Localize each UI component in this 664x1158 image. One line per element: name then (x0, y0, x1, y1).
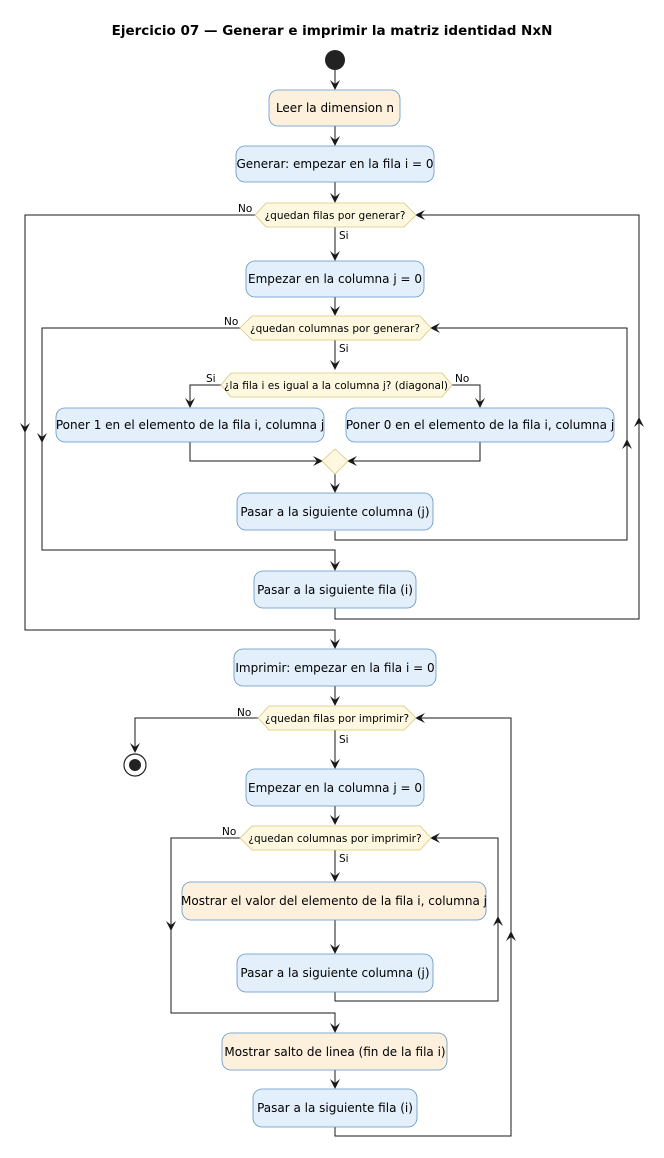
activity-label: Imprimir: empezar en la fila i = 0 (235, 661, 434, 675)
activity-siguiente-fila-imp: Pasar a la siguiente fila (i) (252, 1088, 418, 1128)
label-si-filas-gen: Si (339, 230, 349, 242)
activity-label: Pasar a la siguiente columna (j) (240, 505, 429, 519)
activity-label: Generar: empezar en la fila i = 0 (236, 157, 433, 171)
label-si-filas-imp: Si (339, 734, 349, 746)
label-no-diagonal: No (455, 373, 469, 385)
activity-label: Mostrar el valor del elemento de la fila… (181, 894, 487, 908)
activity-imprimir-inicio: Imprimir: empezar en la fila i = 0 (233, 648, 437, 687)
label-no-filas-gen: No (238, 203, 252, 215)
decision-columnas-imprimir: ¿quedan columnas por imprimir? (239, 825, 432, 851)
activity-siguiente-columna-imp: Pasar a la siguiente columna (j) (236, 953, 434, 993)
activity-mostrar-valor: Mostrar el valor del elemento de la fila… (181, 881, 487, 921)
start-node (325, 50, 345, 70)
decision-label: ¿quedan filas por generar? (265, 210, 406, 222)
activity-label: Leer la dimension n (276, 101, 394, 115)
decision-diagonal: ¿la fila i es igual a la columna j? (dia… (220, 372, 453, 398)
decision-filas-imprimir: ¿quedan filas por imprimir? (257, 705, 417, 731)
activity-label: Empezar en la columna j = 0 (248, 781, 422, 795)
activity-label: Empezar en la columna j = 0 (248, 272, 422, 286)
label-si-diagonal: Si (206, 373, 216, 385)
label-no-columnas-gen: No (224, 316, 238, 328)
edges (20, 70, 644, 1137)
activity-poner-uno: Poner 1 en el elemento de la fila i, col… (55, 407, 325, 443)
merge-diamond (321, 448, 349, 475)
activity-siguiente-columna-gen: Pasar a la siguiente columna (j) (236, 492, 434, 531)
label-no-columnas-imp: No (222, 826, 236, 838)
decision-label: ¿quedan columnas por generar? (250, 323, 420, 335)
activity-leer-dimension: Leer la dimension n (268, 89, 401, 127)
end-node (123, 753, 147, 777)
activity-empezar-columna-imp: Empezar en la columna j = 0 (245, 768, 425, 807)
activity-siguiente-fila-gen: Pasar a la siguiente fila (i) (253, 570, 417, 609)
decision-label: ¿quedan columnas por imprimir? (248, 833, 421, 845)
activity-label: Mostrar salto de linea (fin de la fila i… (224, 1045, 445, 1059)
diagram-title: Ejercicio 07 — Generar e imprimir la mat… (112, 23, 553, 39)
decision-columnas-generar: ¿quedan columnas por generar? (239, 315, 432, 341)
activity-label: Pasar a la siguiente fila (i) (257, 583, 413, 597)
activity-generar-inicio: Generar: empezar en la fila i = 0 (235, 145, 435, 183)
activity-label: Poner 0 en el elemento de la fila i, col… (346, 418, 614, 432)
activity-salto-linea: Mostrar salto de linea (fin de la fila i… (221, 1032, 448, 1071)
activity-poner-cero: Poner 0 en el elemento de la fila i, col… (345, 407, 615, 443)
decision-label: ¿la fila i es igual a la columna j? (dia… (224, 380, 448, 392)
activity-empezar-columna-gen: Empezar en la columna j = 0 (245, 260, 425, 298)
activity-label: Poner 1 en el elemento de la fila i, col… (56, 418, 324, 432)
label-si-columnas-gen: Si (339, 343, 349, 355)
label-no-filas-imp: No (237, 707, 251, 719)
activity-label: Pasar a la siguiente fila (i) (257, 1101, 413, 1115)
decision-label: ¿quedan filas por imprimir? (265, 713, 409, 725)
activity-label: Pasar a la siguiente columna (j) (240, 966, 429, 980)
label-si-columnas-imp: Si (339, 853, 349, 865)
decision-filas-generar: ¿quedan filas por generar? (254, 202, 417, 228)
